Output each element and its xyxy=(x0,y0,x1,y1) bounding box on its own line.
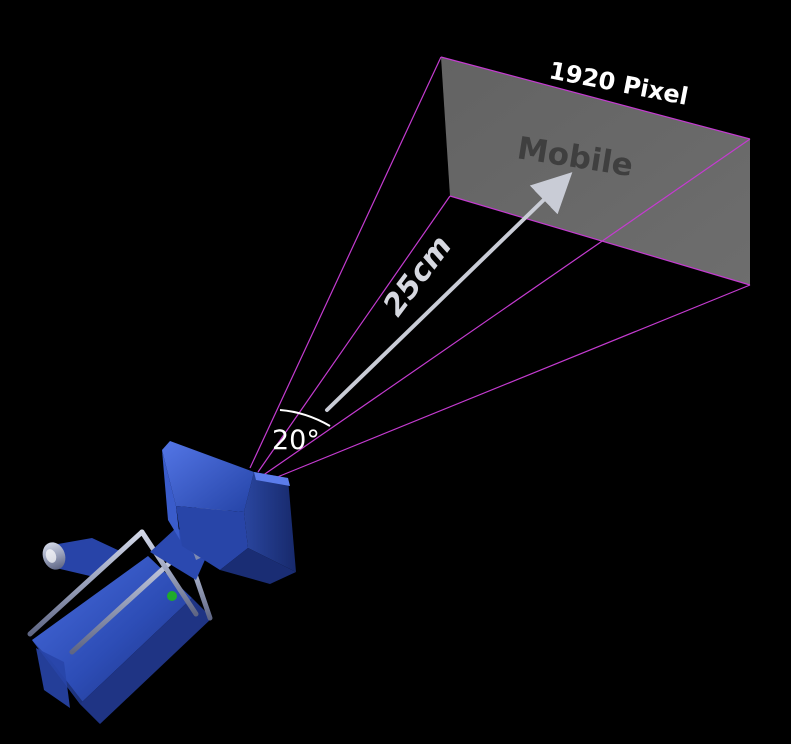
front-housing xyxy=(162,441,296,584)
screen-plane xyxy=(441,57,750,285)
camera-icon xyxy=(27,441,296,724)
angle-arc-icon xyxy=(279,409,331,427)
angle-label: 20° xyxy=(272,425,320,456)
rear-knob xyxy=(42,538,122,576)
camera-body xyxy=(32,556,212,724)
guide-rails xyxy=(27,529,213,655)
distance-arrow xyxy=(325,172,573,412)
frustum-front-lines xyxy=(261,56,751,481)
frustum-back-lines xyxy=(249,56,451,473)
status-led xyxy=(167,591,177,601)
